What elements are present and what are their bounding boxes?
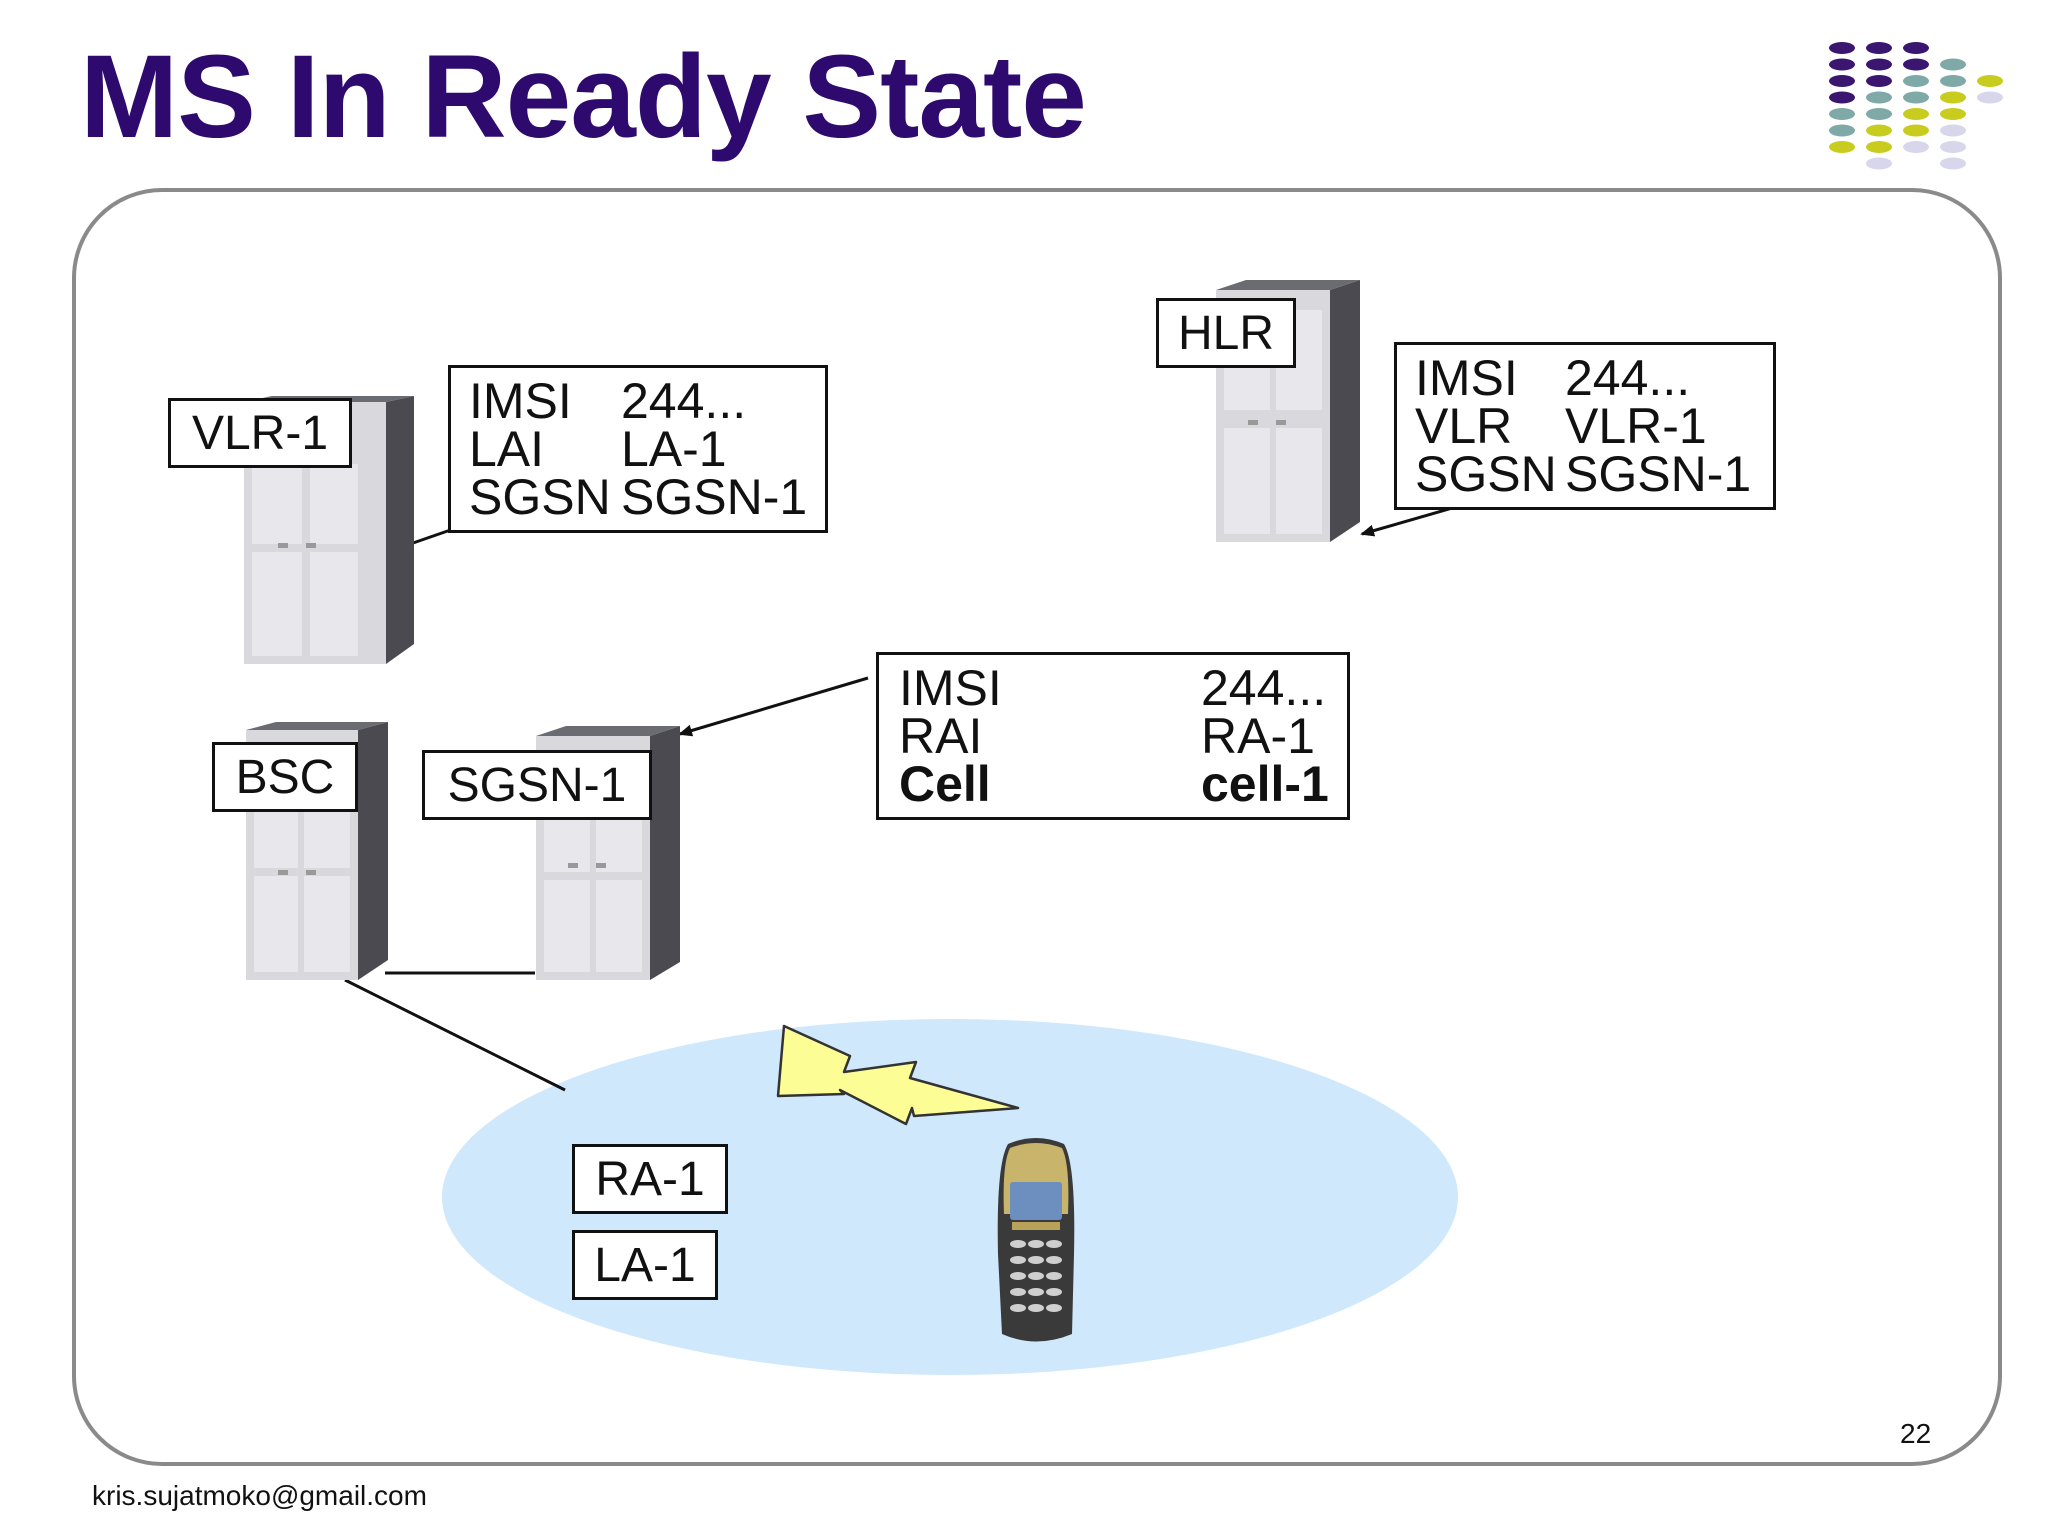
table-value: 244... <box>1565 350 1691 406</box>
vlr-label: VLR-1 <box>168 398 352 468</box>
table-value: RA-1 <box>1201 708 1315 764</box>
mobile-phone-icon <box>997 1138 1075 1342</box>
table-value: VLR-1 <box>1565 398 1707 454</box>
vlr-record-table: IMSI 244... LAI LA-1 SGSN SGSN-1 <box>448 365 828 533</box>
logo-dot <box>1829 42 1855 54</box>
table-key: IMSI <box>1415 350 1518 406</box>
logo-dot <box>1903 58 1929 71</box>
table-value: LA-1 <box>621 421 727 477</box>
logo-dot <box>1829 75 1855 87</box>
page-number: 22 <box>1900 1418 1932 1449</box>
logo-dot <box>1829 124 1855 137</box>
table-key: LAI <box>469 421 545 477</box>
logo-dot <box>1829 108 1855 120</box>
sgsn-label: SGSN-1 <box>422 750 652 820</box>
logo-dot <box>1829 58 1855 71</box>
logo-dot <box>1940 91 1966 104</box>
logo-dot <box>1866 42 1892 54</box>
logo-dot <box>1940 157 1966 170</box>
logo-dot <box>1903 124 1929 137</box>
hlr-record-table: IMSI 244... VLR VLR-1 SGSN SGSN-1 <box>1394 342 1776 510</box>
logo-dot <box>1940 124 1966 137</box>
table-value: cell-1 <box>1201 756 1329 812</box>
slide-title: MS In Ready State <box>80 31 1087 163</box>
footer-email: kris.sujatmoko@gmail.com <box>92 1480 427 1511</box>
table-value: 244... <box>1201 660 1327 716</box>
hlr-label: HLR <box>1156 298 1296 368</box>
logo-dot <box>1940 141 1966 153</box>
la-label: LA-1 <box>572 1230 718 1300</box>
table-key: SGSN <box>469 469 611 525</box>
table-value: 244... <box>621 373 747 429</box>
logo-dot <box>1829 141 1855 153</box>
logo-dot <box>1977 75 2003 87</box>
table-key: Cell <box>899 756 991 812</box>
logo-dot <box>1977 91 2003 104</box>
logo-dot <box>1940 108 1966 120</box>
table-key: VLR <box>1415 398 1513 454</box>
dot-grid-logo <box>1829 42 2003 170</box>
sgsn-record-table: IMSI 244... RAI RA-1 Cell cell-1 <box>876 652 1350 820</box>
logo-dot <box>1903 141 1929 153</box>
logo-dot <box>1903 108 1929 120</box>
logo-dot <box>1903 91 1929 104</box>
ra-label: RA-1 <box>572 1144 728 1214</box>
table-key: RAI <box>899 708 983 764</box>
logo-dot <box>1866 108 1892 120</box>
logo-dot <box>1829 91 1855 104</box>
logo-dot <box>1940 75 1966 87</box>
logo-dot <box>1866 58 1892 71</box>
bsc-cell-link <box>344 978 566 1092</box>
logo-dot <box>1866 157 1892 170</box>
logo-dot <box>1866 91 1892 104</box>
logo-dot <box>1903 42 1929 54</box>
table-value: SGSN-1 <box>1565 446 1752 502</box>
logo-dot <box>1940 58 1966 71</box>
logo-dot <box>1866 124 1892 137</box>
content-frame <box>72 188 2002 1466</box>
table-key: SGSN <box>1415 446 1557 502</box>
logo-dot <box>1866 75 1892 87</box>
table-key: IMSI <box>899 660 1002 716</box>
sgsn-table-arrow <box>678 676 869 737</box>
table-value: SGSN-1 <box>621 469 808 525</box>
bsc-label: BSC <box>212 742 358 812</box>
lightning-icon <box>776 1024 1020 1126</box>
table-key: IMSI <box>469 373 572 429</box>
logo-dot <box>1903 75 1929 87</box>
logo-dot <box>1866 141 1892 153</box>
